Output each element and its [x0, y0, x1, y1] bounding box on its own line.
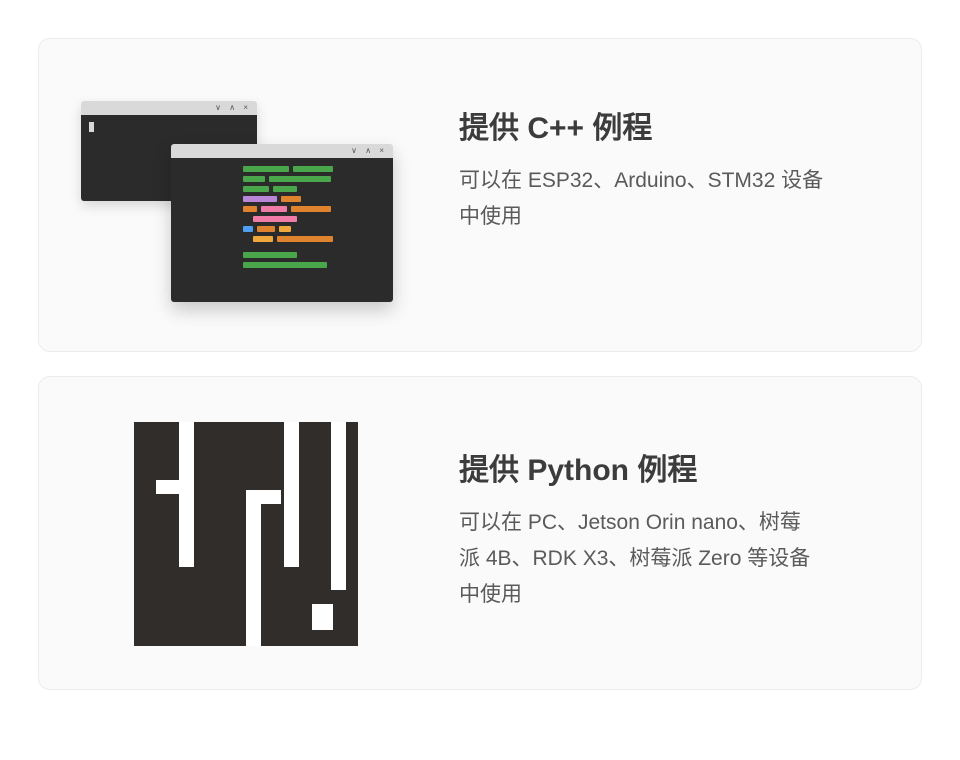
- code-segment: [243, 166, 289, 172]
- window-titlebar: ∨ ∧ ×: [171, 144, 393, 158]
- card-body-cpp: 可以在 ESP32、Arduino、STM32 设备 中使用: [459, 163, 909, 235]
- card-body-line: 中使用: [459, 205, 522, 228]
- code-segment: [243, 186, 269, 192]
- code-segment: [243, 252, 297, 258]
- code-segment: [277, 236, 333, 242]
- code-segment: [269, 176, 331, 182]
- code-segment: [281, 196, 301, 202]
- code-segment: [243, 262, 327, 268]
- micropython-logo: [134, 422, 358, 646]
- code-line: [253, 216, 333, 222]
- code-segment: [243, 176, 265, 182]
- card-body-line: 中使用: [459, 583, 522, 606]
- terminal-windows-illustration: ∨ ∧ × ∨ ∧ ×: [81, 101, 441, 316]
- card-body-line: 派 4B、RDK X3、树莓派 Zero 等设备: [459, 547, 811, 570]
- code-line: [243, 262, 333, 268]
- terminal-cursor: [89, 122, 94, 132]
- card-heading-python: 提供 Python 例程: [459, 454, 698, 487]
- terminal-screen: [171, 158, 393, 302]
- code-line: [243, 252, 333, 258]
- window-controls-icons: ∨ ∧ ×: [351, 146, 387, 155]
- card-body-line: 可以在 PC、Jetson Orin nano、树莓: [459, 511, 801, 534]
- code-segment: [293, 166, 333, 172]
- card-text-cpp: 提供 C++ 例程 可以在 ESP32、Arduino、STM32 设备 中使用: [459, 109, 909, 235]
- code-segment: [291, 206, 331, 212]
- code-line: [243, 176, 333, 182]
- code-line: [243, 166, 333, 172]
- card-body-line: 可以在 ESP32、Arduino、STM32 设备: [459, 169, 824, 192]
- code-segment: [253, 236, 273, 242]
- code-segment: [257, 226, 275, 232]
- code-line: [243, 206, 333, 212]
- terminal-code: [243, 166, 333, 272]
- code-line: [243, 186, 333, 192]
- window-titlebar: ∨ ∧ ×: [81, 101, 257, 115]
- code-segment: [243, 206, 257, 212]
- feature-card-cpp: ∨ ∧ × ∨ ∧ × 提供 C++ 例程 可以在 ESP32、Arduino、…: [38, 38, 922, 352]
- code-segment: [261, 206, 287, 212]
- window-controls-icons: ∨ ∧ ×: [215, 103, 251, 112]
- code-segment: [253, 216, 297, 222]
- card-heading-cpp: 提供 C++ 例程: [459, 112, 653, 145]
- code-segment: [273, 186, 297, 192]
- code-segment: [243, 226, 253, 232]
- card-body-python: 可以在 PC、Jetson Orin nano、树莓 派 4B、RDK X3、树…: [459, 505, 909, 613]
- terminal-window-front: ∨ ∧ ×: [171, 144, 393, 302]
- code-line: [253, 236, 333, 242]
- code-line: [243, 226, 333, 232]
- card-text-python: 提供 Python 例程 可以在 PC、Jetson Orin nano、树莓 …: [459, 451, 909, 613]
- code-segment: [279, 226, 291, 232]
- code-line: [243, 196, 333, 202]
- feature-card-python: 提供 Python 例程 可以在 PC、Jetson Orin nano、树莓 …: [38, 376, 922, 690]
- logo-maze-paths: [156, 422, 346, 646]
- code-segment: [243, 196, 277, 202]
